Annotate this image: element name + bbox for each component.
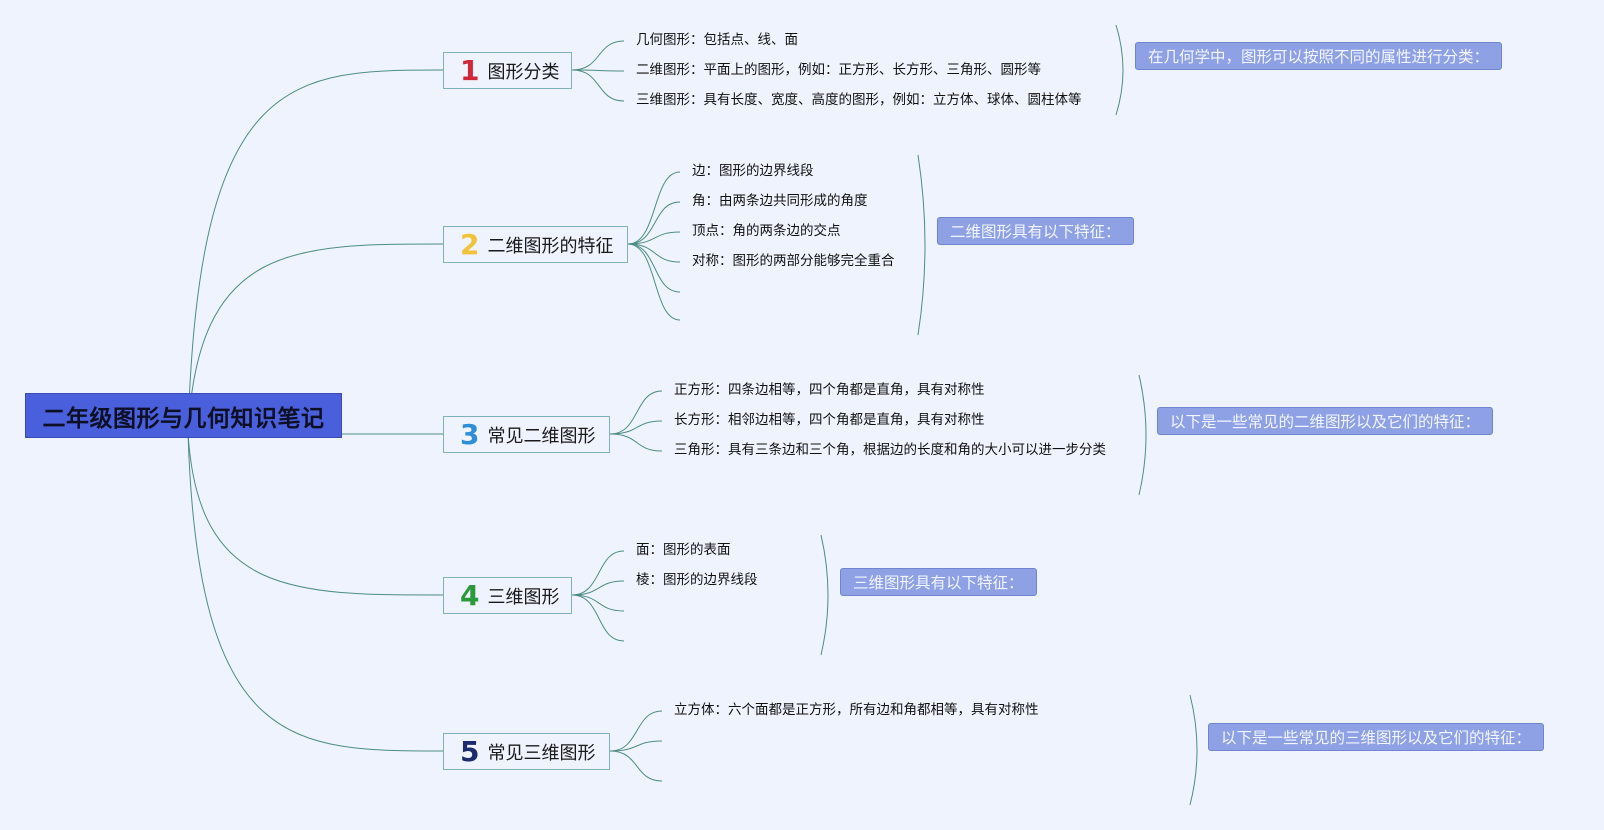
leaf-connector xyxy=(571,580,625,596)
leaf-connector xyxy=(609,390,663,435)
leaf-connector xyxy=(571,550,625,596)
leaf-connector xyxy=(627,171,681,245)
topic-label: 二维图形的特征 xyxy=(487,235,614,257)
root-topic[interactable]: 二年级图形与几何知识笔记 xyxy=(25,393,342,438)
summary-brace xyxy=(917,154,926,336)
topic-label: 三维图形 xyxy=(487,586,560,608)
root-connector-1 xyxy=(187,69,444,434)
leaf-connector xyxy=(609,710,663,752)
leaf-connector xyxy=(609,750,663,782)
leaf-connector xyxy=(627,243,681,293)
summary-topic-2[interactable]: 二维图形具有以下特征： xyxy=(937,217,1134,245)
root-connector-5 xyxy=(187,432,444,752)
leaf-connector xyxy=(627,243,681,263)
summary-topic-5[interactable]: 以下是一些常见的三维图形以及它们的特征： xyxy=(1208,723,1545,751)
summary-brace xyxy=(1115,24,1124,116)
summary-topic-3[interactable]: 以下是一些常见的二维图形以及它们的特征： xyxy=(1157,407,1494,435)
topic-label: 常见三维图形 xyxy=(487,742,596,764)
leaf-connector xyxy=(627,231,681,245)
summary-topic-1[interactable]: 在几何学中，图形可以按照不同的属性进行分类： xyxy=(1135,42,1503,70)
leaf-connector xyxy=(609,740,663,752)
leaf-connector xyxy=(571,69,625,102)
summary-topic-4[interactable]: 三维图形具有以下特征： xyxy=(840,568,1037,596)
leaf-connector xyxy=(627,243,681,321)
leaf-item[interactable]: 顶点：角的两条边的交点 xyxy=(692,223,841,239)
leaf-item[interactable]: 正方形：四条边相等，四个角都是直角，具有对称性 xyxy=(674,382,985,398)
leaf-connector xyxy=(609,420,663,435)
leaf-connector xyxy=(571,594,625,642)
topic-label: 常见二维图形 xyxy=(487,425,596,447)
leaf-item[interactable]: 角：由两条边共同形成的角度 xyxy=(692,193,868,209)
topic-number: 1 xyxy=(460,53,480,87)
topic-number: 3 xyxy=(460,417,480,451)
summary-brace xyxy=(820,534,829,656)
leaf-item[interactable]: 几何图形：包括点、线、面 xyxy=(636,32,798,48)
leaf-item[interactable]: 棱：图形的边界线段 xyxy=(636,572,758,588)
leaf-item[interactable]: 三维图形：具有长度、宽度、高度的图形，例如：立方体、球体、圆柱体等 xyxy=(636,92,1082,108)
leaf-connector xyxy=(571,594,625,612)
leaf-item[interactable]: 边：图形的边界线段 xyxy=(692,163,814,179)
leaf-item[interactable]: 面：图形的表面 xyxy=(636,542,731,558)
leaf-item[interactable]: 二维图形：平面上的图形，例如：正方形、长方形、三角形、圆形等 xyxy=(636,62,1041,78)
topic-1[interactable]: 1 图形分类 xyxy=(443,52,572,89)
topic-5[interactable]: 5 常见三维图形 xyxy=(443,733,610,770)
topic-4[interactable]: 4 三维图形 xyxy=(443,577,572,614)
topic-label: 图形分类 xyxy=(487,61,560,83)
topic-2[interactable]: 2 二维图形的特征 xyxy=(443,226,628,263)
root-connector-4 xyxy=(187,432,444,596)
topic-number: 4 xyxy=(460,578,480,612)
summary-brace xyxy=(1138,374,1147,496)
topic-3[interactable]: 3 常见二维图形 xyxy=(443,416,610,453)
topic-number: 5 xyxy=(460,734,480,768)
leaf-connector xyxy=(609,433,663,452)
leaf-item[interactable]: 对称：图形的两部分能够完全重合 xyxy=(692,253,895,269)
topic-number: 2 xyxy=(460,227,480,261)
leaf-item[interactable]: 长方形：相邻边相等，四个角都是直角，具有对称性 xyxy=(674,412,985,428)
leaf-item[interactable]: 立方体：六个面都是正方形，所有边和角都相等，具有对称性 xyxy=(674,702,1039,718)
leaf-connector xyxy=(627,201,681,245)
root-connector-2 xyxy=(187,243,444,434)
summary-brace xyxy=(1189,694,1198,806)
leaf-connector xyxy=(571,69,625,72)
leaf-item[interactable]: 三角形：具有三条边和三个角，根据边的长度和角的大小可以进一步分类 xyxy=(674,442,1106,458)
leaf-connector xyxy=(571,40,625,71)
